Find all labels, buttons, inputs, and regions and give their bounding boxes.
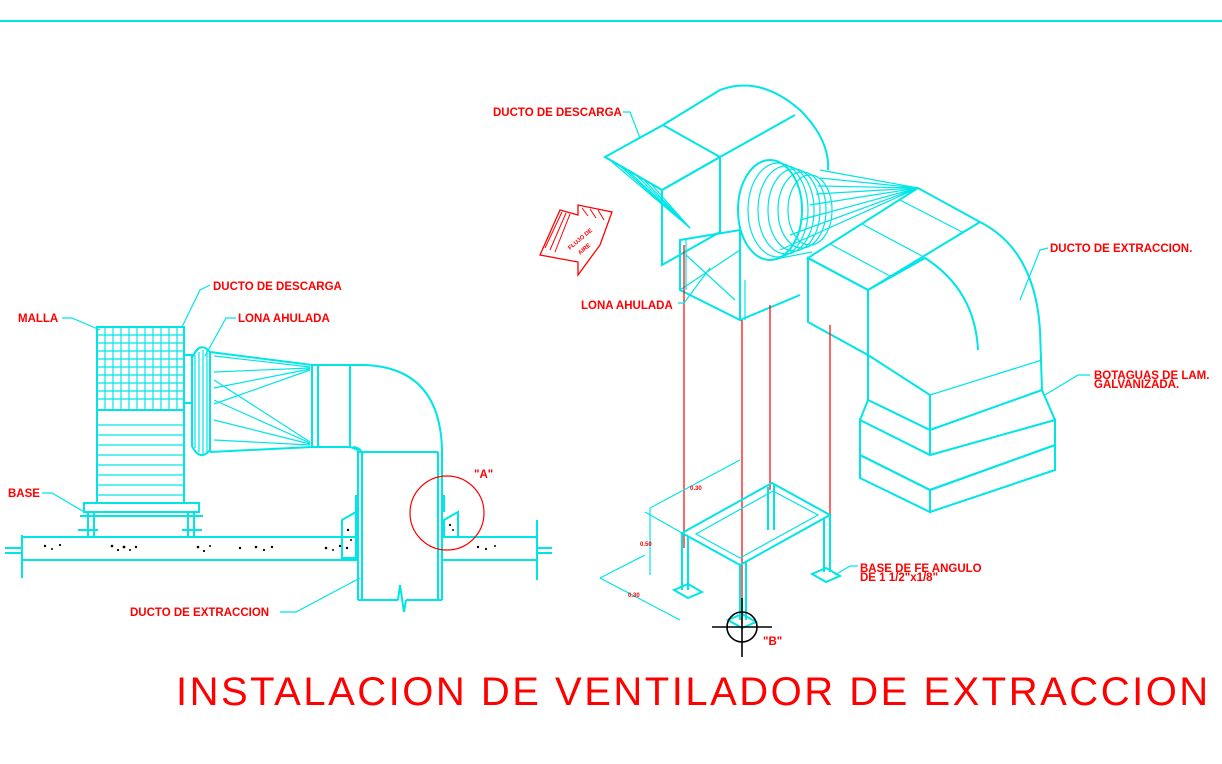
label-flujo-2: AIRE — [577, 243, 592, 257]
label-lona-ahulada-right: LONA AHULADA — [581, 300, 673, 312]
airflow-arrow: FLUJO DE AIRE — [539, 204, 613, 277]
label-lona-ahulada-left: LONA AHULADA — [238, 313, 330, 325]
detail-b-marker: "B" — [712, 598, 782, 657]
fan-housing — [96, 409, 185, 504]
right-isometric-view: 0.30 0.50 0.30 "B" FLUJO DE AIRE — [493, 84, 1209, 657]
dim-label-3: 0.30 — [628, 593, 640, 599]
label-detail-a: "A" — [474, 469, 493, 481]
label-ducto-descarga-left: DUCTO DE DESCARGA — [213, 281, 342, 293]
iso-extraction-duct — [806, 186, 1056, 514]
label-base-fe-1: BASE DE FE ANGULO — [860, 563, 982, 575]
fan-base — [78, 502, 203, 537]
detail-a-circle — [409, 475, 485, 551]
right-leaders — [623, 111, 1090, 576]
label-base-fe-2: DE 1 1/2"x1/8" — [860, 572, 938, 584]
iso-fan-rings — [679, 159, 833, 322]
label-ducto-extraccion-left: DUCTO DE EXTRACCION — [130, 607, 269, 619]
dim-label-1: 0.30 — [690, 486, 702, 492]
projection-lines — [683, 245, 831, 625]
dim-label-2: 0.50 — [640, 542, 652, 548]
label-base: BASE — [8, 488, 40, 500]
drawing-title: INSTALACION DE VENTILADOR DE EXTRACCION — [176, 670, 1211, 714]
iso-discharge-duct — [602, 84, 830, 267]
label-ducto-descarga-right: DUCTO DE DESCARGA — [493, 107, 622, 119]
transition-duct — [209, 351, 313, 453]
mesh-screen — [96, 326, 185, 411]
label-botaguas-1: BOTAGUAS DE LAM. — [1094, 370, 1209, 382]
label-detail-b: "B" — [763, 636, 782, 648]
label-botaguas-2: GALVANIZADA. — [1094, 379, 1179, 391]
duct-elbow — [349, 364, 443, 600]
left-elevation-view: MALLA DUCTO DE DESCARGA LONA AHULADA BAS… — [5, 281, 552, 619]
discharge-duct-segment — [311, 364, 365, 448]
iso-steel-base: 0.30 0.50 0.30 — [599, 459, 843, 630]
iso-transition — [769, 169, 919, 261]
label-ducto-extraccion-right: DUCTO DE EXTRACCION. — [1050, 243, 1192, 255]
flex-connector — [183, 346, 211, 457]
label-malla: MALLA — [18, 313, 58, 325]
concrete-hatch — [43, 543, 496, 553]
left-leaders — [42, 284, 361, 613]
